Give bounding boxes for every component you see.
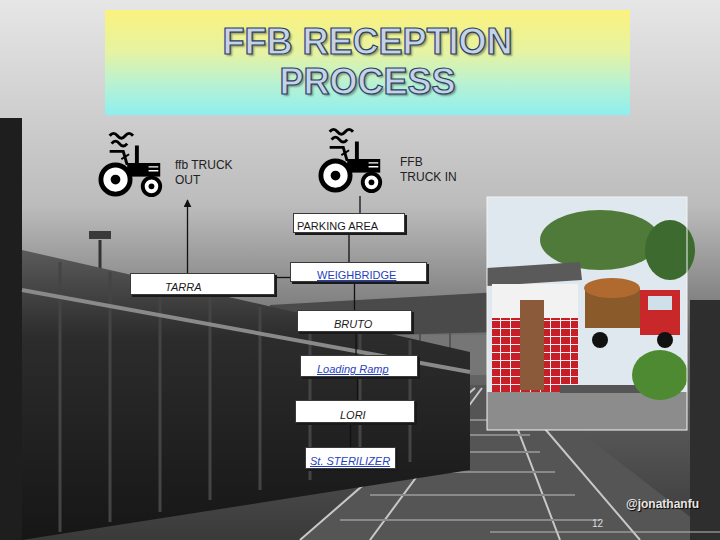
photo-roof [487,262,582,286]
process-box: Loading Ramp [300,355,418,377]
hood [347,159,380,173]
smoke [110,133,133,146]
node-text: TARRA [165,280,201,294]
node-text: St. STERILIZER [310,454,390,468]
node-text: FFB TRUCK IN [400,155,464,185]
rear-wheel [101,165,130,194]
node-text: ffb TRUCK OUT [175,158,239,188]
flow-connector [350,423,351,447]
grille [369,163,379,167]
flow-connector [354,282,355,310]
truck-node: FFB TRUCK IN [315,122,505,196]
photo-plant [632,350,688,400]
flow-connector [348,233,349,262]
photo-truck-cab [640,290,680,335]
process-box: TARRA [130,273,275,295]
big-pipe [22,250,470,540]
exhaust [135,146,139,165]
flow-connector [187,200,188,273]
hub [331,171,341,181]
title-text: FFB RECEPTION PROCESS [168,10,568,102]
flow-connector [275,277,290,278]
watermark: @jonathanfu [626,497,699,511]
flow-connector [359,196,360,213]
photo-door [520,300,544,390]
shed-roof [270,292,500,338]
photo-wheel [657,332,673,348]
process-box: WEIGHBRIDGE [290,262,427,282]
front-wheel [363,174,381,192]
title-banner: FFB RECEPTION PROCESS [105,10,630,115]
node-text: WEIGHBRIDGE [317,268,396,282]
photo-truck-window [648,296,672,310]
node-text: Loading Ramp [317,362,389,376]
photo-fruit [584,278,640,298]
footer-rule [490,532,720,533]
tractor-icon [98,128,168,198]
process-box: BRUTO [297,310,412,332]
chimney-stack [0,118,22,540]
hub [149,183,155,189]
process-box: PARKING AREA [293,213,405,233]
flow-connector [357,377,358,400]
hood [127,163,160,177]
node-text: PARKING AREA [297,219,378,233]
smoke [330,129,353,142]
truck-node: ffb TRUCK OUT [95,128,245,200]
grille [149,167,159,171]
photo-border [487,197,687,430]
node-text: LORI [340,408,366,422]
hub [369,179,375,185]
exhaust [355,142,359,161]
photo-trees [540,210,660,270]
hub [111,175,121,185]
steering [341,150,349,155]
node-text: BRUTO [334,317,372,331]
steering [121,154,129,159]
weighbridge-photo [487,197,695,430]
page-number: 12 [592,518,603,529]
photo-wall [492,284,578,396]
front-wheel [143,178,161,196]
rear-wheel [321,161,350,190]
photo-wheel [592,332,608,348]
process-box: St. STERILIZER [305,447,396,469]
flow-connector [355,332,356,355]
pipe-ribs [60,262,410,532]
tractor-icon [318,124,388,194]
lamp-head [89,231,111,239]
process-box: LORI [295,400,415,423]
